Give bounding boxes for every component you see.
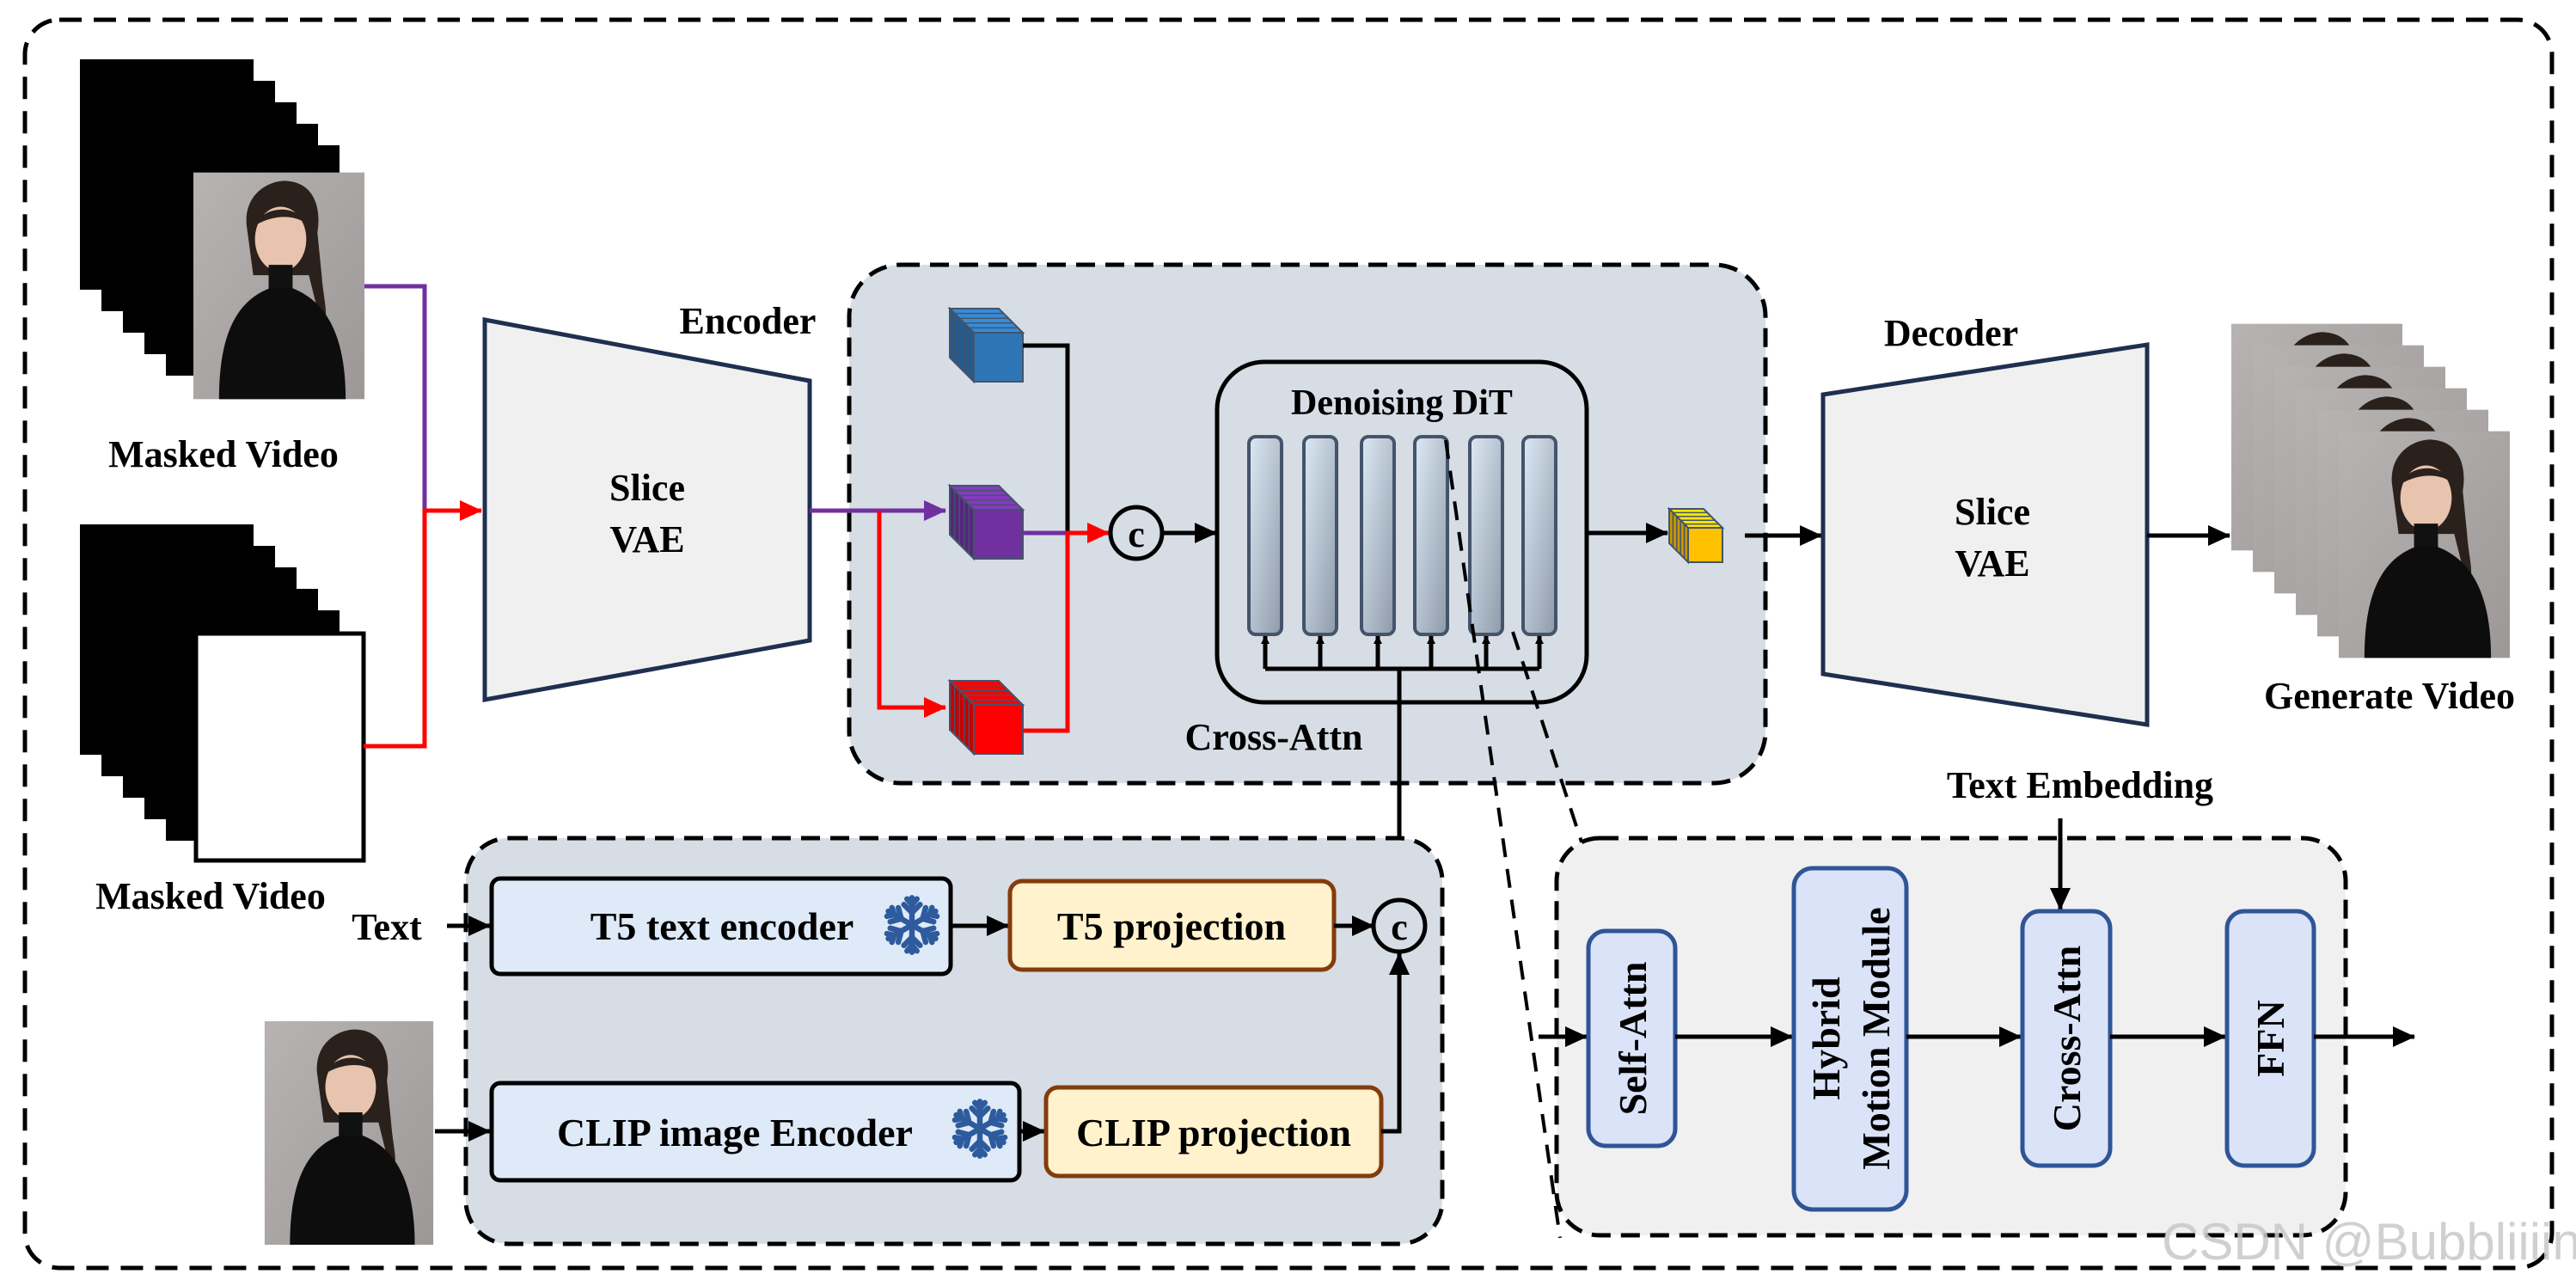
masked-video-stack-bottom: [80, 524, 366, 863]
masked-video-label-top: Masked Video: [108, 433, 339, 475]
generated-video-stack: [2231, 323, 2510, 658]
self-attn-label: Self-Attn: [1611, 962, 1655, 1116]
concat-symbol-bottom: c: [1391, 906, 1408, 948]
noise-connector: [1023, 343, 1070, 533]
text-embedding-label: Text Embedding: [1947, 764, 2213, 806]
text-input-label: Text: [352, 906, 422, 948]
cube-side-face: [1668, 506, 1689, 565]
masked-video-label-bottom: Masked Video: [95, 875, 326, 917]
dit-title: Denoising DiT: [1291, 383, 1513, 423]
cross-attn-label: Cross-Attn: [1185, 716, 1363, 758]
t5-projection-label: T5 projection: [1057, 904, 1286, 948]
encoder-title: Encoder: [680, 300, 817, 342]
mask-latent-cube: [947, 678, 1025, 756]
masked-video-stack-top: [80, 59, 364, 400]
dit-transformer-layer: [1360, 435, 1396, 636]
dit-transformer-blocks: [1247, 435, 1557, 669]
dit-transformer-layer: [1413, 435, 1449, 636]
hybrid-motion-label-line2: Motion Module: [1854, 907, 1898, 1169]
decoder-vae-line1: Slice: [1955, 491, 2030, 533]
mask-frame-white: [193, 631, 366, 863]
decoder-slice-vae: [1820, 342, 2150, 727]
clip-projection-label: CLIP projection: [1076, 1111, 1351, 1154]
hybrid-motion-label-line1: Hybrid: [1804, 977, 1848, 1100]
encoder-vae-line2: VAE: [609, 518, 684, 560]
reference-image: [264, 1021, 434, 1245]
zoom-guide-right: [1511, 631, 1592, 869]
dit-transformer-layer: [1521, 435, 1557, 636]
concat-node-bottom: [1371, 897, 1428, 954]
encoder-slice-vae: [482, 316, 812, 702]
t5-text-encoder-label: T5 text encoder: [590, 904, 854, 948]
masked-video-connector: [364, 284, 427, 511]
clip-projection-to-concat-arrow: [1381, 952, 1410, 1134]
ffn-label: FFN: [2249, 1000, 2292, 1076]
masked-video-frame-photo: [193, 172, 364, 400]
mask-latent-connector: [1023, 523, 1110, 733]
masked-video-latent-cube: [947, 483, 1025, 561]
cube-front-face: [1687, 527, 1723, 563]
cross-attn-module-label: Cross-Attn: [2045, 946, 2089, 1131]
cube-front-face: [973, 332, 1024, 383]
cube-front-face: [973, 509, 1024, 560]
outer-frame: [22, 17, 2555, 1271]
generate-video-label: Generate Video: [2264, 675, 2515, 717]
encoder-vae-line1: Slice: [609, 467, 685, 509]
decoder-vae-line2: VAE: [1955, 542, 2029, 585]
generated-video-frame: [2339, 431, 2510, 658]
latent-red-arrow: [877, 511, 946, 718]
dit-transformer-layer: [1247, 435, 1283, 636]
dit-transformer-layer: [1468, 435, 1504, 636]
cube-side-face: [949, 306, 975, 384]
mask-connector: [364, 500, 482, 749]
concat-symbol-top: c: [1128, 513, 1145, 555]
cube-side-face: [949, 483, 975, 561]
zoom-guide-left: [1444, 439, 1562, 1239]
cube-side-face: [949, 678, 975, 756]
output-latent-cube: [1667, 506, 1725, 565]
cube-front-face: [973, 704, 1024, 755]
watermark: CSDN @Bubbliiiing: [2162, 1213, 2576, 1271]
dit-transformer-layer: [1302, 435, 1338, 636]
clip-image-encoder-label: CLIP image Encoder: [557, 1111, 913, 1154]
decoder-title: Decoder: [1884, 312, 2018, 354]
noise-latent-cube: [947, 306, 1025, 384]
